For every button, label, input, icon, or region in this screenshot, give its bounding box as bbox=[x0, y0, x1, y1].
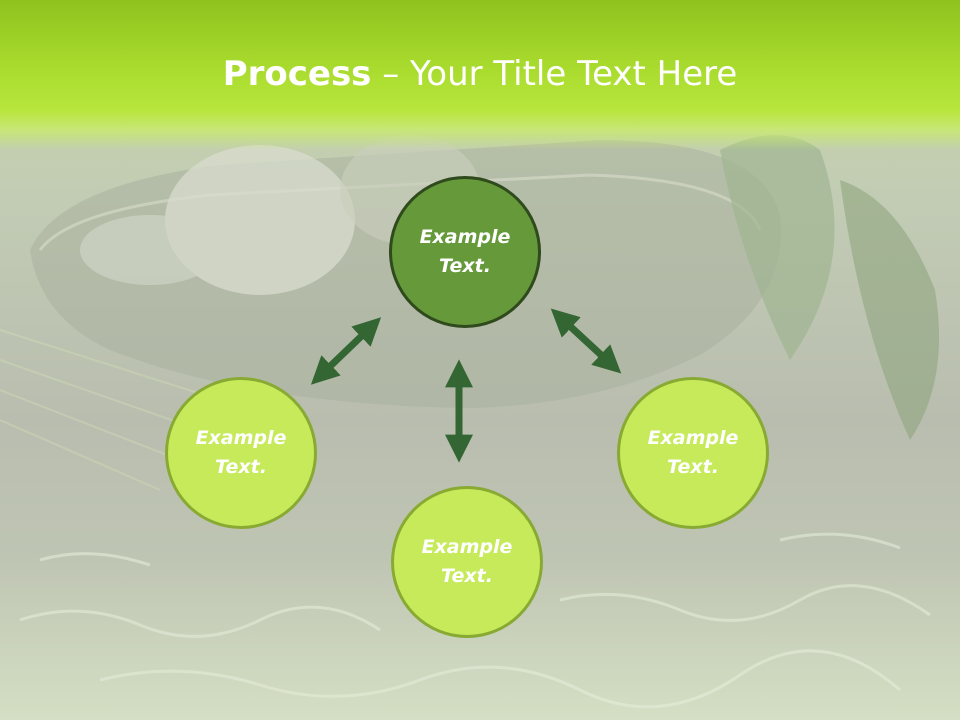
arrow-center-left bbox=[310, 317, 382, 385]
slide-title: Process – Your Title Text Here bbox=[0, 52, 960, 96]
bottom-node: Example Text. bbox=[391, 486, 543, 638]
center-node-label: Example Text. bbox=[419, 226, 511, 277]
arrow-center-right bbox=[550, 308, 622, 374]
left-node-label: Example Text. bbox=[195, 427, 287, 478]
title-rest: – Your Title Text Here bbox=[371, 54, 738, 94]
right-node: Example Text. bbox=[617, 377, 769, 529]
bottom-node-label: Example Text. bbox=[421, 536, 513, 587]
center-node: Example Text. bbox=[389, 176, 541, 328]
left-node: Example Text. bbox=[165, 377, 317, 529]
title-bold: Process bbox=[222, 54, 372, 94]
title-bar: Process – Your Title Text Here bbox=[0, 0, 960, 150]
right-node-label: Example Text. bbox=[647, 427, 739, 478]
